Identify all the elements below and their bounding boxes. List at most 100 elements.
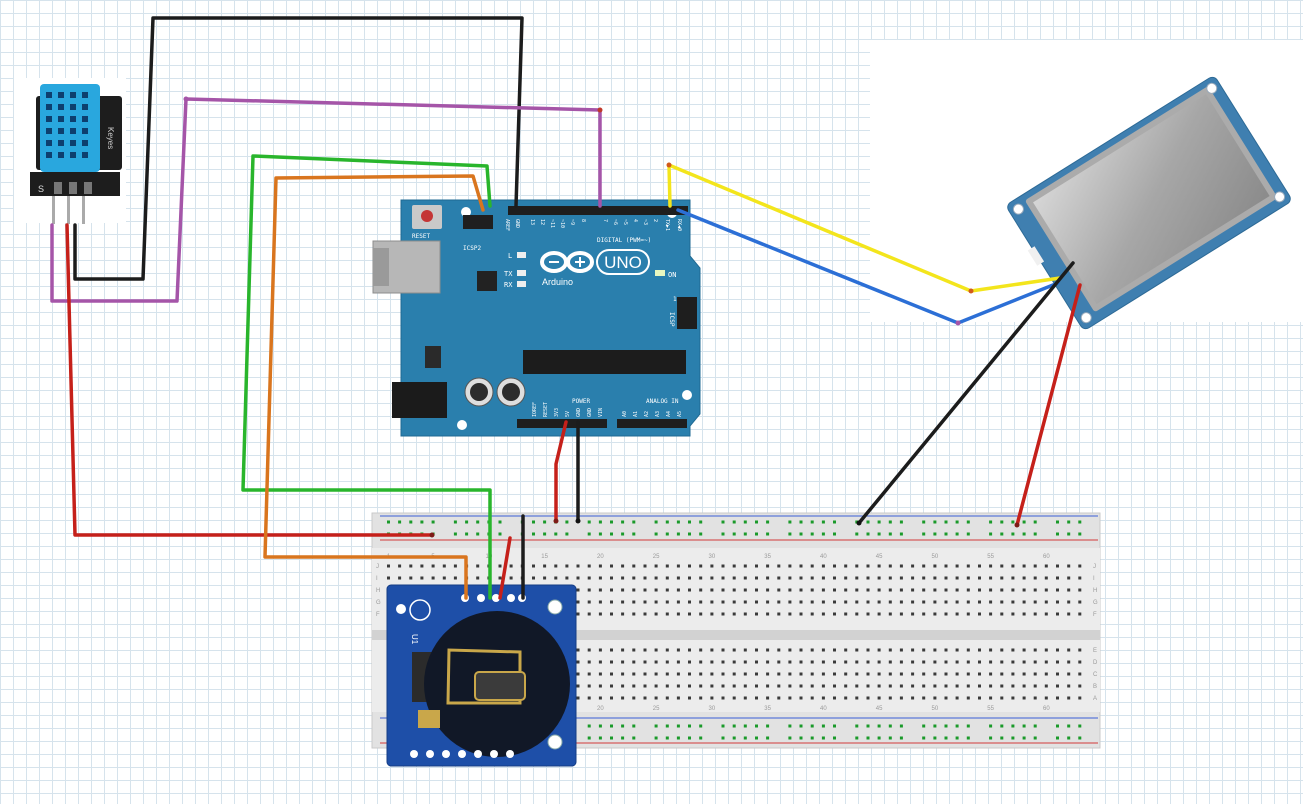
breadboard-hole	[955, 672, 959, 676]
breadboard-hole	[766, 696, 770, 700]
breadboard-hole	[699, 684, 703, 688]
breadboard-hole	[989, 696, 993, 700]
breadboard-hole	[610, 588, 613, 592]
breadboard-hole	[732, 576, 736, 580]
dht-vent-slot	[46, 152, 52, 158]
breadboard-hole	[866, 576, 870, 580]
breadboard-row-letter: D	[1093, 660, 1098, 666]
breadboard-rail-hole	[587, 736, 591, 740]
breadboard-hole	[676, 672, 680, 676]
breadboard-rail-hole	[721, 532, 725, 536]
breadboard-hole	[833, 588, 836, 592]
breadboard-hole	[877, 612, 881, 616]
breadboard-hole	[621, 564, 625, 568]
breadboard-rail-hole	[453, 532, 457, 536]
breadboard-hole	[598, 672, 602, 676]
breadboard-hole	[1011, 564, 1015, 568]
wire-yellow-tx	[667, 163, 1062, 293]
breadboard-rail-hole	[676, 520, 680, 524]
digital-pin-label: 13	[529, 219, 535, 225]
breadboard-hole	[665, 684, 669, 688]
breadboard-hole	[710, 696, 714, 700]
breadboard-hole	[788, 588, 792, 592]
battery-contact	[474, 671, 526, 701]
breadboard-hole	[732, 684, 736, 688]
breadboard-hole	[732, 648, 736, 652]
dht-pin-label: S	[38, 184, 44, 194]
breadboard-column-number: 15	[541, 554, 548, 560]
breadboard-hole	[955, 660, 959, 664]
breadboard-hole	[699, 588, 703, 592]
breadboard-hole	[610, 600, 613, 604]
breadboard-hole	[699, 648, 703, 652]
breadboard-rail-hole	[732, 724, 736, 728]
breadboard-hole	[1000, 588, 1004, 592]
breadboard-rail-hole	[676, 736, 680, 740]
breadboard-hole	[1011, 660, 1015, 664]
breadboard-rail-hole	[565, 532, 569, 536]
breadboard-rail-hole	[610, 736, 613, 740]
rtc-pad	[458, 750, 466, 758]
digital-label: DIGITAL (PWM=~)	[597, 237, 651, 244]
breadboard-rail-hole	[955, 724, 959, 728]
breadboard-hole	[1078, 564, 1082, 568]
breadboard-hole	[721, 672, 725, 676]
breadboard-hole	[833, 684, 836, 688]
breadboard-hole	[1044, 588, 1048, 592]
breadboard-hole	[598, 588, 602, 592]
breadboard-rail-hole	[587, 520, 591, 524]
breadboard-rail-hole	[933, 520, 937, 524]
breadboard-rail-hole	[676, 532, 680, 536]
breadboard-hole	[1044, 672, 1048, 676]
digital-pin-label: ~10	[559, 219, 565, 228]
breadboard-hole	[643, 576, 647, 580]
breadboard-hole	[799, 648, 803, 652]
breadboard-hole	[665, 612, 669, 616]
center-channel	[372, 630, 1100, 640]
breadboard-rail-hole	[1056, 532, 1059, 536]
breadboard-hole	[1056, 696, 1059, 700]
breadboard-hole	[743, 648, 747, 652]
breadboard-rail-hole	[1056, 520, 1059, 524]
breadboard-row-letter: F	[1093, 612, 1097, 618]
breadboard-rail-hole	[1011, 520, 1015, 524]
breadboard-hole	[966, 564, 970, 568]
breadboard-column-number: 60	[1043, 554, 1050, 560]
breadboard-rail-hole	[989, 520, 993, 524]
breadboard-hole	[1044, 648, 1048, 652]
breadboard-rail-hole	[476, 532, 480, 536]
breadboard-rail-hole	[866, 736, 870, 740]
breadboard-rail-hole	[1033, 520, 1037, 524]
breadboard-hole	[1044, 564, 1048, 568]
breadboard-hole	[821, 588, 825, 592]
breadboard-hole	[699, 672, 703, 676]
breadboard-hole	[978, 660, 981, 664]
breadboard-hole	[821, 576, 825, 580]
breadboard-hole	[699, 660, 703, 664]
breadboard-hole	[1056, 672, 1059, 676]
breadboard-hole	[855, 696, 859, 700]
breadboard-hole	[844, 660, 848, 664]
breadboard-hole	[1078, 660, 1082, 664]
breadboard-rail-hole	[833, 520, 836, 524]
breadboard-hole	[1033, 564, 1037, 568]
led-l-label: L	[508, 252, 512, 260]
breadboard-rail-hole	[532, 520, 535, 524]
breadboard-hole	[621, 660, 625, 664]
led-rx-label: RX	[504, 281, 513, 289]
breadboard-rail-hole	[766, 724, 770, 728]
breadboard-rail-hole	[1067, 724, 1071, 728]
breadboard-hole	[721, 600, 725, 604]
breadboard-rail-hole	[743, 520, 747, 524]
breadboard-hole	[654, 576, 658, 580]
breadboard-hole	[632, 588, 636, 592]
breadboard-hole	[788, 612, 792, 616]
breadboard-hole	[777, 648, 781, 652]
breadboard-rail-hole	[654, 520, 658, 524]
power-pin-label: GND	[587, 408, 593, 417]
breadboard-hole	[743, 672, 747, 676]
breadboard-hole	[777, 660, 781, 664]
breadboard-hole	[966, 612, 970, 616]
breadboard-rail-hole	[755, 724, 758, 728]
